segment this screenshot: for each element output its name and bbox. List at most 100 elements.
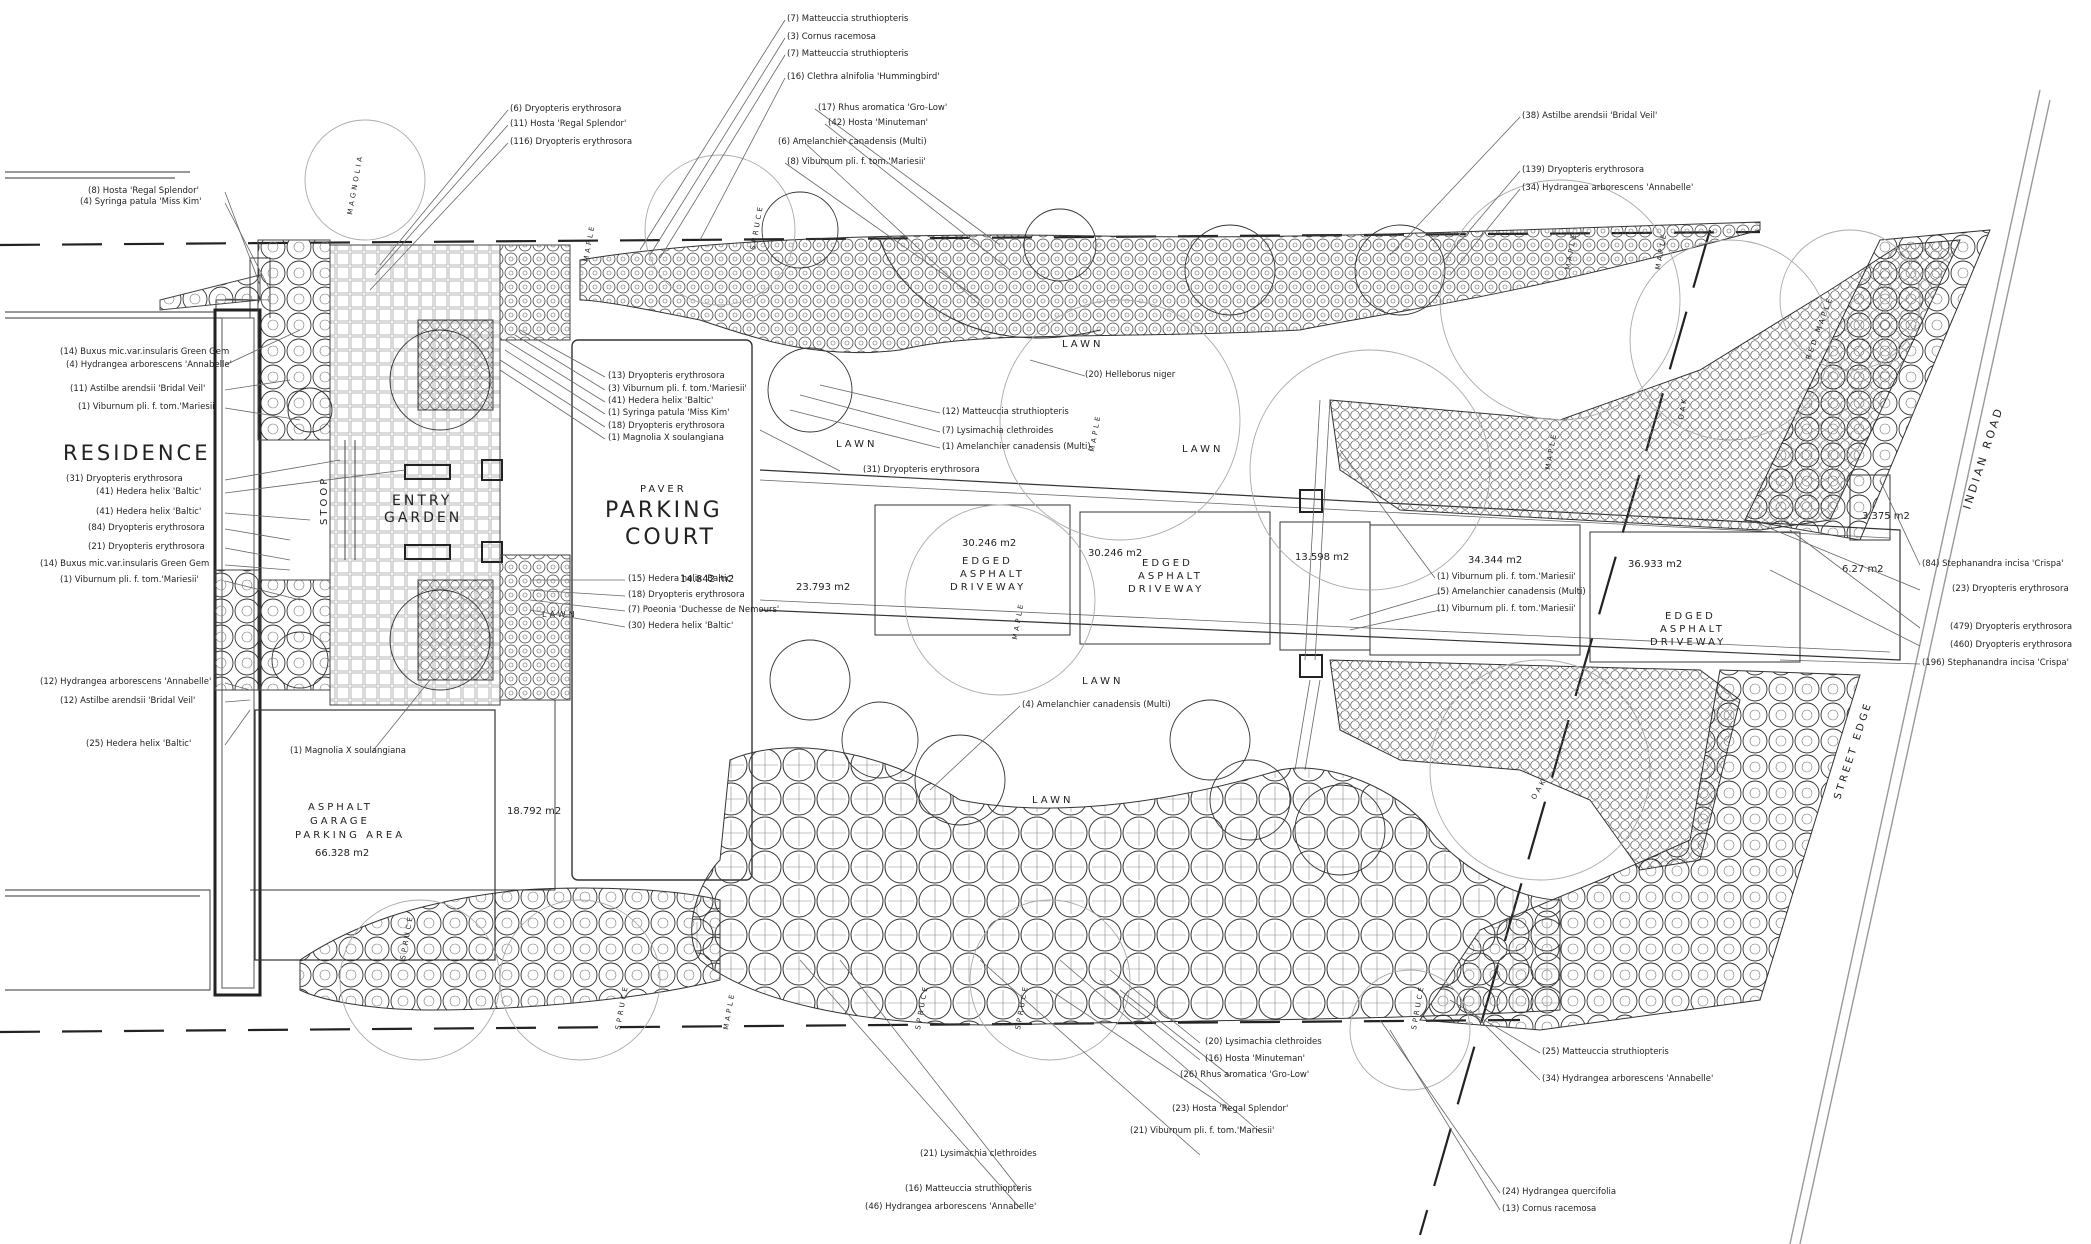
garage-label-3: PARKING AREA [295,830,405,841]
label-center-3: (1) Syringa patula 'Miss Kim' [608,408,729,418]
label-top-12: (139) Dryopteris erythrosora [1522,165,1644,175]
label-top-3: (16) Clethra alnifolia 'Hummingbird' [787,72,940,82]
driveway-c-2: ASPHALT [1660,624,1725,635]
driveway-a-1: EDGED [962,556,1013,567]
label-bottom-4: (21) Viburnum pli. f. tom.'Mariesii' [1130,1126,1274,1136]
label-right-3: (460) Dryopteris erythrosora [1950,640,2072,650]
garage-area: 66.328 m2 [315,848,369,859]
south-planting-bed [299,747,1561,1026]
labels-right: (84) Stephanandra incisa 'Crispa' (23) D… [1922,559,2072,668]
label-top-6: (6) Amelanchier canadensis (Multi) [778,137,927,147]
label-right-2: (479) Dryopteris erythrosora [1950,622,2072,632]
label-center-8: (1) Amelanchier canadensis (Multi) [942,442,1091,452]
magnolia-1: MAGNOLIA [346,153,365,215]
label-bottom-11: (13) Cornus racemosa [1502,1204,1596,1214]
driveway-a-3: DRIVEWAY [950,582,1026,593]
lawn-2: LAWN [836,439,877,450]
label-center-15: (4) Amelanchier canadensis (Multi) [1022,700,1171,710]
garage-label-1: ASPHALT [308,802,373,813]
maple-7: MAPLE [722,991,737,1030]
residence-label: RESIDENCE [63,441,210,465]
driveway-b-3: DRIVEWAY [1128,584,1204,595]
area-36: 36.933 m2 [1628,559,1682,570]
label-bottom-6: (16) Matteuccia struthiopteris [905,1184,1032,1194]
label-center-11: (15) Hedera helix 'Baltic' [628,574,733,584]
label-left-5: (1) Viburnum pli. f. tom.'Mariesii' [78,402,217,412]
label-left-16: (1) Magnolia X soulangiana [290,746,406,756]
label-center-18: (1) Viburnum pli. f. tom.'Mariesii' [1437,604,1576,614]
label-top-5: (42) Hosta 'Minuteman' [828,118,928,128]
label-left-10: (21) Dryopteris erythrosora [88,542,205,552]
label-right-4: (196) Stephanandra incisa 'Crispa' [1922,658,2069,668]
label-center-0: (13) Dryopteris erythrosora [608,371,725,381]
label-left-7: (41) Hedera helix 'Baltic' [96,487,201,497]
lawn-6: LAWN [542,610,578,619]
label-center-9: (31) Dryopteris erythrosora [863,465,980,475]
driveway-zone [759,399,1901,771]
label-center-7: (7) Lysimachia clethroides [942,426,1054,436]
label-left-15: (25) Hedera helix 'Baltic' [86,739,191,749]
area-14: 14.842 m2 [680,574,734,585]
paver-label: PAVER [640,484,687,495]
label-center-4: (18) Dryopteris erythrosora [608,421,725,431]
driveway-b-2: ASPHALT [1138,571,1203,582]
label-center-13: (7) Poeonia 'Duchesse de Nemours' [628,605,779,615]
parking-court-label-1: PARKING [605,498,723,523]
label-bottom-10: (24) Hydrangea quercifolia [1502,1187,1616,1197]
entry-garden [329,244,503,706]
area-18: 18.792 m2 [507,806,561,817]
lawn-3: LAWN [1182,444,1223,455]
label-top-9: (11) Hosta 'Regal Splendor' [510,119,626,129]
label-top-8: (6) Dryopteris erythrosora [510,104,621,114]
label-right-1: (23) Dryopteris erythrosora [1952,584,2069,594]
north-planting-bed [579,221,1761,354]
area-6: 6.27 m2 [1842,564,1884,575]
label-left-1: (4) Syringa patula 'Miss Kim' [80,197,201,207]
label-top-0: (7) Matteuccia struthiopteris [787,14,909,24]
labels-left: (8) Hosta 'Regal Splendor' (4) Syringa p… [40,186,406,756]
area-30b: 30.246 m2 [1088,548,1142,559]
label-center-2: (41) Hedera helix 'Baltic' [608,396,713,406]
leader-lines [224,19,1921,1211]
labels-bottom: (20) Lysimachia clethroides (16) Hosta '… [865,1037,1713,1214]
label-left-9: (84) Dryopteris erythrosora [88,523,205,533]
lawn-1: LAWN [1062,339,1103,350]
label-left-14: (12) Astilbe arendsii 'Bridal Veil' [60,696,195,706]
label-left-3: (4) Hydrangea arborescens 'Annabelle' [66,360,232,370]
tree-canopies [271,119,1921,1091]
label-bottom-3: (23) Hosta 'Regal Splendor' [1172,1104,1288,1114]
label-top-7: (8) Viburnum pli. f. tom.'Mariesii' [787,157,926,167]
label-center-10: (20) Helleborus niger [1085,370,1176,380]
west-planting-beds [159,239,571,701]
label-bottom-9: (34) Hydrangea arborescens 'Annabelle' [1542,1074,1713,1084]
lawn-4: LAWN [1082,676,1123,687]
label-bottom-2: (26) Rhus aromatica 'Gro-Low' [1180,1070,1309,1080]
entry-garden-label-1: ENTRY [392,493,452,509]
driveway-b-1: EDGED [1142,558,1193,569]
label-left-11: (14) Buxus mic.var.insularis Green Gem [40,559,209,569]
driveway-a-2: ASPHALT [960,569,1025,580]
oak-2: OAK [1530,776,1549,801]
label-left-2: (14) Buxus mic.var.insularis Green Gem [60,347,229,357]
indian-road-label: INDIAN ROAD [1960,405,2006,511]
label-left-13: (12) Hydrangea arborescens 'Annabelle' [40,677,211,687]
label-right-0: (84) Stephanandra incisa 'Crispa' [1922,559,2064,569]
label-bottom-8: (25) Matteuccia struthiopteris [1542,1047,1669,1057]
lawn-5: LAWN [1032,795,1073,806]
label-center-12: (18) Dryopteris erythrosora [628,590,745,600]
labels-top: (7) Matteuccia struthiopteris (3) Cornus… [510,14,1693,193]
label-bottom-1: (16) Hosta 'Minuteman' [1205,1054,1305,1064]
area-34: 34.344 m2 [1468,555,1522,566]
label-top-2: (7) Matteuccia struthiopteris [787,49,909,59]
label-center-16: (1) Viburnum pli. f. tom.'Mariesii' [1437,572,1576,582]
label-left-8: (41) Hedera helix 'Baltic' [96,507,201,517]
label-left-12: (1) Viburnum pli. f. tom.'Mariesii' [60,575,199,585]
label-top-10: (116) Dryopteris erythrosora [510,137,632,147]
driveway-c-1: EDGED [1665,611,1716,622]
label-left-6: (31) Dryopteris erythrosora [66,474,183,484]
label-top-4: (17) Rhus aromatica 'Gro-Low' [818,103,947,113]
area-3: 3.375 m2 [1862,511,1910,522]
label-center-17: (5) Amelanchier canadensis (Multi) [1437,587,1586,597]
labels-center: (13) Dryopteris erythrosora (3) Viburnum… [608,370,1586,710]
